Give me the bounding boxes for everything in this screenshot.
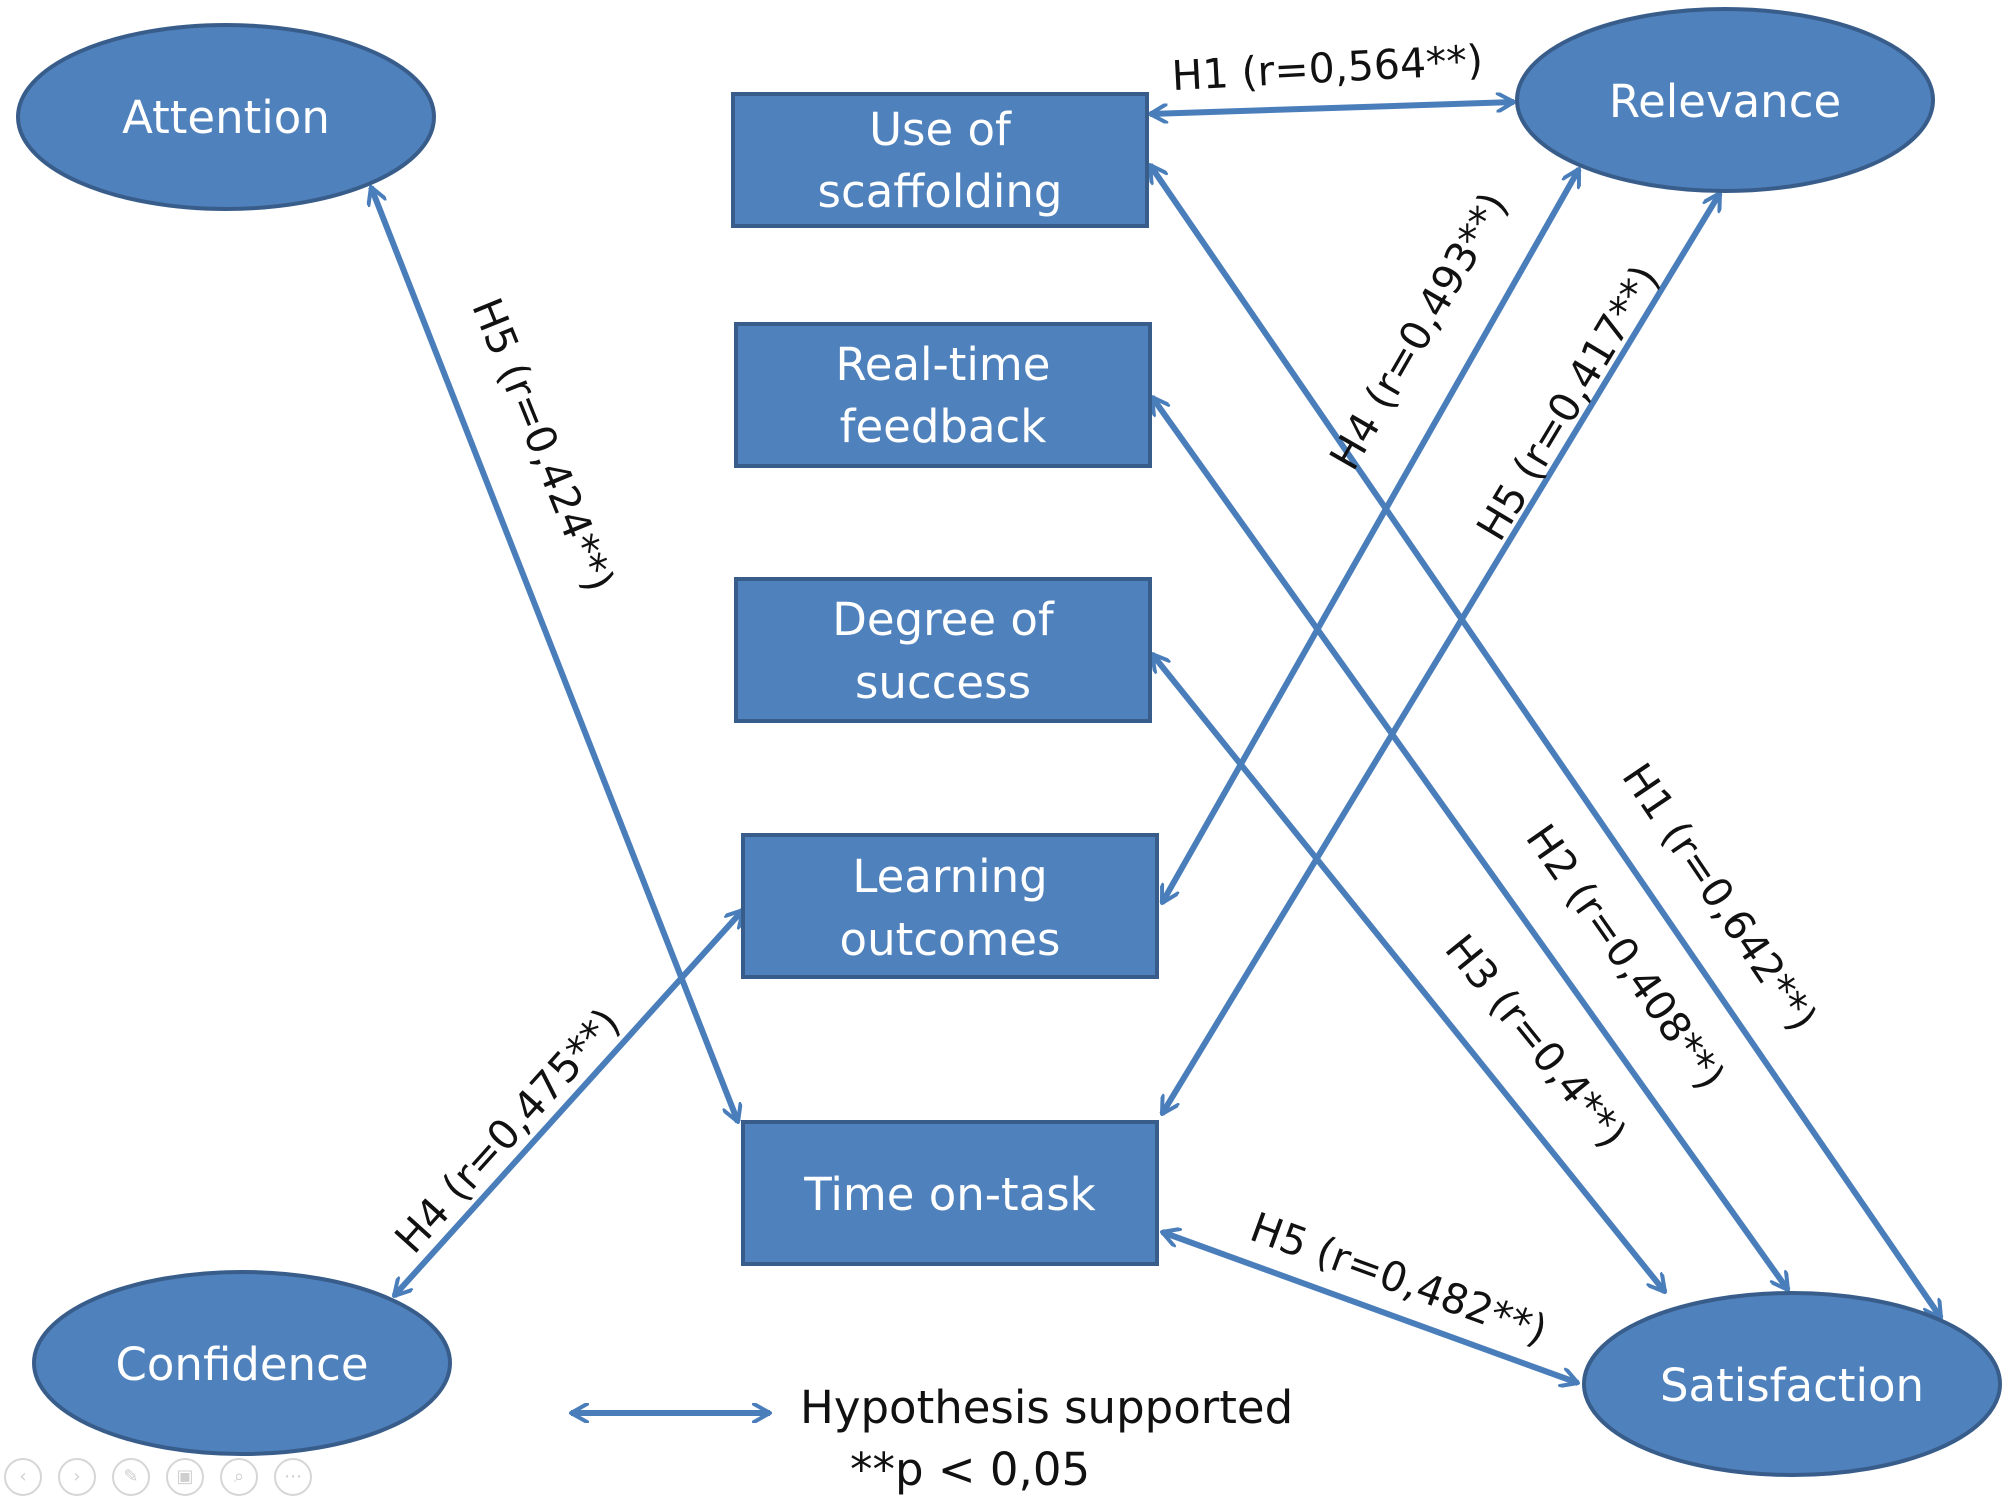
legend: Hypothesis supported **p < 0,05	[571, 1381, 1293, 1496]
edge-label-h5-attention: H5 (r=0,424**)	[462, 291, 623, 598]
node-confidence: Confidence	[32, 1270, 452, 1456]
edge-label-h5-relevance: H5 (r=0,417**)	[1467, 257, 1669, 549]
edge-time-relevance	[1159, 193, 1723, 1114]
legend-hypothesis-supported: Hypothesis supported	[800, 1381, 1293, 1434]
node-degree-of-success-line2: success	[855, 656, 1031, 709]
node-use-of-scaffolding-line1: Use of	[869, 103, 1012, 156]
edge-scaffolding-relevance	[1150, 102, 1514, 114]
node-use-of-scaffolding: Use of scaffolding	[731, 92, 1149, 228]
edge-label-h1-relevance: H1 (r=0,564**)	[1170, 36, 1484, 100]
node-real-time-feedback: Real-time feedback	[734, 322, 1152, 468]
legend-significance: **p < 0,05	[850, 1443, 1090, 1496]
edge-time-attention	[371, 187, 738, 1122]
more-icon[interactable]: ⋯	[274, 1458, 312, 1496]
edge-success-satisfaction	[1149, 654, 1668, 1292]
next-icon[interactable]: ›	[58, 1458, 96, 1496]
zoom-icon[interactable]: ⌕	[220, 1458, 258, 1496]
pen-icon[interactable]: ✎	[112, 1458, 150, 1496]
node-degree-of-success-line1: Degree of	[832, 593, 1055, 646]
node-use-of-scaffolding-line2: scaffolding	[818, 165, 1063, 218]
node-degree-of-success: Degree of success	[734, 577, 1152, 723]
node-satisfaction-label: Satisfaction	[1660, 1359, 1924, 1412]
node-relevance: Relevance	[1515, 7, 1935, 193]
node-learning-outcomes-line2: outcomes	[840, 913, 1061, 966]
edges	[371, 102, 1944, 1383]
node-attention-label: Attention	[122, 91, 330, 144]
edge-label-h4-confidence: H4 (r=0,475**)	[386, 999, 630, 1263]
node-time-on-task-label: Time on-task	[803, 1168, 1095, 1221]
node-relevance-label: Relevance	[1609, 75, 1841, 128]
node-real-time-feedback-line2: feedback	[840, 400, 1047, 453]
edge-outcomes-relevance	[1159, 169, 1582, 903]
node-real-time-feedback-line1: Real-time	[836, 338, 1051, 391]
node-confidence-label: Confidence	[115, 1338, 368, 1391]
slides-icon[interactable]: ▣	[166, 1458, 204, 1496]
node-satisfaction: Satisfaction	[1582, 1291, 2002, 1477]
node-attention: Attention	[16, 23, 436, 211]
node-learning-outcomes-line1: Learning	[852, 850, 1047, 903]
edge-outcomes-confidence	[391, 907, 746, 1299]
edge-time-satisfaction	[1162, 1232, 1578, 1383]
node-time-on-task: Time on-task	[741, 1120, 1159, 1266]
node-learning-outcomes: Learning outcomes	[741, 833, 1159, 979]
previous-icon[interactable]: ‹	[4, 1458, 42, 1496]
